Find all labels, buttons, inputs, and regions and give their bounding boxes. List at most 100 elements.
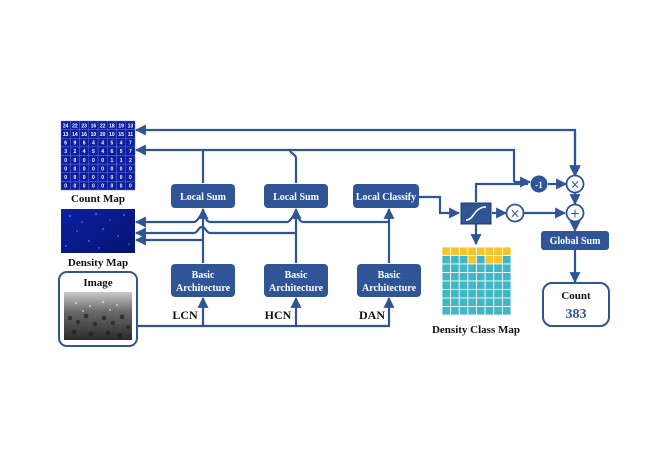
branch-label-hcn: HCN bbox=[265, 308, 292, 322]
class-cell-low bbox=[501, 297, 512, 307]
class-cell-low bbox=[484, 297, 495, 307]
count-map-value: 18 bbox=[109, 123, 115, 129]
class-cell-low bbox=[441, 289, 452, 299]
class-cell-low bbox=[476, 289, 486, 299]
neg-one-op: -1 bbox=[530, 175, 548, 193]
class-cell-low bbox=[493, 297, 503, 307]
count-map-value: 24 bbox=[63, 123, 69, 129]
count-map-value: 0 bbox=[73, 184, 76, 190]
class-cell-low bbox=[450, 289, 460, 299]
plus-op: + bbox=[565, 203, 585, 223]
count-map-value: 0 bbox=[92, 175, 95, 181]
class-cell-low bbox=[493, 289, 503, 299]
count-map-value: 3 bbox=[64, 149, 67, 155]
class-cell-low bbox=[458, 280, 469, 290]
count-map-value: 0 bbox=[110, 175, 113, 181]
count-map-value: 4 bbox=[120, 141, 123, 147]
svg-text:Architecture: Architecture bbox=[362, 283, 417, 294]
sigmoid-block bbox=[460, 202, 492, 225]
count-map-value: 0 bbox=[83, 184, 86, 190]
count-map-value: 16 bbox=[91, 123, 97, 129]
svg-text:Local Classify: Local Classify bbox=[356, 192, 416, 203]
class-cell-low bbox=[450, 297, 460, 307]
count-map-value: 5 bbox=[92, 149, 95, 155]
class-cell-low bbox=[467, 263, 477, 273]
class-cell-high bbox=[450, 246, 460, 256]
svg-text:Global Sum: Global Sum bbox=[550, 236, 602, 247]
count-map-value: 10 bbox=[91, 132, 97, 138]
image-panel: Image bbox=[58, 271, 138, 347]
class-cell-low bbox=[476, 263, 486, 273]
density-class-map-label: Density Class Map bbox=[432, 324, 520, 336]
class-cell-low bbox=[476, 272, 486, 282]
count-map-value: 2 bbox=[73, 149, 76, 155]
count-map-value: 0 bbox=[120, 166, 123, 172]
connectors bbox=[134, 124, 581, 328]
class-cell-low bbox=[467, 306, 477, 316]
svg-text:Local Sum: Local Sum bbox=[273, 192, 320, 203]
class-cell-high bbox=[501, 246, 512, 256]
class-cell-low bbox=[458, 255, 469, 265]
class-cell-low bbox=[450, 272, 460, 282]
class-cell-low bbox=[493, 280, 503, 290]
count-value: 383 bbox=[566, 307, 587, 322]
class-cell-low bbox=[476, 280, 486, 290]
top-line-to-countmap bbox=[134, 124, 577, 174]
global-sum-box: Global Sum bbox=[541, 231, 609, 250]
count-map-value: 0 bbox=[64, 158, 67, 164]
count-map-value: 0 bbox=[83, 175, 86, 181]
class-cell-low bbox=[441, 263, 452, 273]
class-cell-low bbox=[493, 306, 503, 316]
class-cell-low bbox=[484, 263, 495, 273]
class-cell-high bbox=[467, 246, 477, 256]
count-map-value: 1 bbox=[110, 158, 113, 164]
count-map-value: 22 bbox=[72, 123, 78, 129]
branch-label-lcn: LCN bbox=[172, 308, 198, 322]
local-sum-box-2: Local Sum bbox=[264, 184, 328, 208]
sigmoid-branch-up bbox=[474, 182, 528, 202]
count-map-value: 5 bbox=[120, 149, 123, 155]
class-cell-low bbox=[476, 255, 486, 265]
class-cell-low bbox=[450, 280, 460, 290]
count-map-value: 4 bbox=[92, 141, 95, 147]
dan-to-density bbox=[134, 214, 389, 228]
local-classify-box: Local Classify bbox=[353, 184, 419, 208]
class-cell-low bbox=[458, 297, 469, 307]
count-map-value: 0 bbox=[129, 166, 132, 172]
count-map-value: 6 bbox=[110, 149, 113, 155]
class-cell-low bbox=[493, 272, 503, 282]
svg-text:Basic: Basic bbox=[378, 270, 401, 281]
count-map-value: 0 bbox=[73, 166, 76, 172]
count-map-value: 13 bbox=[63, 132, 69, 138]
times-op-upper: × bbox=[565, 174, 585, 194]
count-map-cell bbox=[125, 181, 136, 191]
image-label: Image bbox=[83, 277, 112, 289]
count-map-value: 15 bbox=[118, 132, 124, 138]
count-map-label: Count Map bbox=[71, 193, 125, 205]
class-cell-low bbox=[493, 263, 503, 273]
count-map-value: 9 bbox=[73, 141, 76, 147]
class-cell-low bbox=[484, 306, 495, 316]
localsum2-up bbox=[288, 149, 298, 183]
count-map-value: 0 bbox=[101, 166, 104, 172]
density-class-map: Density Class Map bbox=[432, 246, 520, 336]
class-cell-low bbox=[501, 272, 512, 282]
count-result-frame bbox=[542, 282, 610, 327]
count-map-value: 6 bbox=[83, 141, 86, 147]
class-cell-high bbox=[476, 246, 486, 256]
hcn-to-density bbox=[134, 225, 296, 239]
class-cell-low bbox=[458, 306, 469, 316]
count-map-value: 0 bbox=[101, 175, 104, 181]
count-map-value: 0 bbox=[120, 175, 123, 181]
class-cell-low bbox=[458, 289, 469, 299]
class-cell-low bbox=[484, 280, 495, 290]
classify-to-sigmoid bbox=[419, 195, 461, 219]
class-cell-low bbox=[484, 272, 495, 282]
class-cell-low bbox=[467, 297, 477, 307]
local-sum-box-1: Local Sum bbox=[171, 184, 235, 208]
count-map-value: 0 bbox=[129, 175, 132, 181]
class-cell-low bbox=[476, 306, 486, 316]
count-map-value: 0 bbox=[101, 158, 104, 164]
class-cell-low bbox=[450, 255, 460, 265]
